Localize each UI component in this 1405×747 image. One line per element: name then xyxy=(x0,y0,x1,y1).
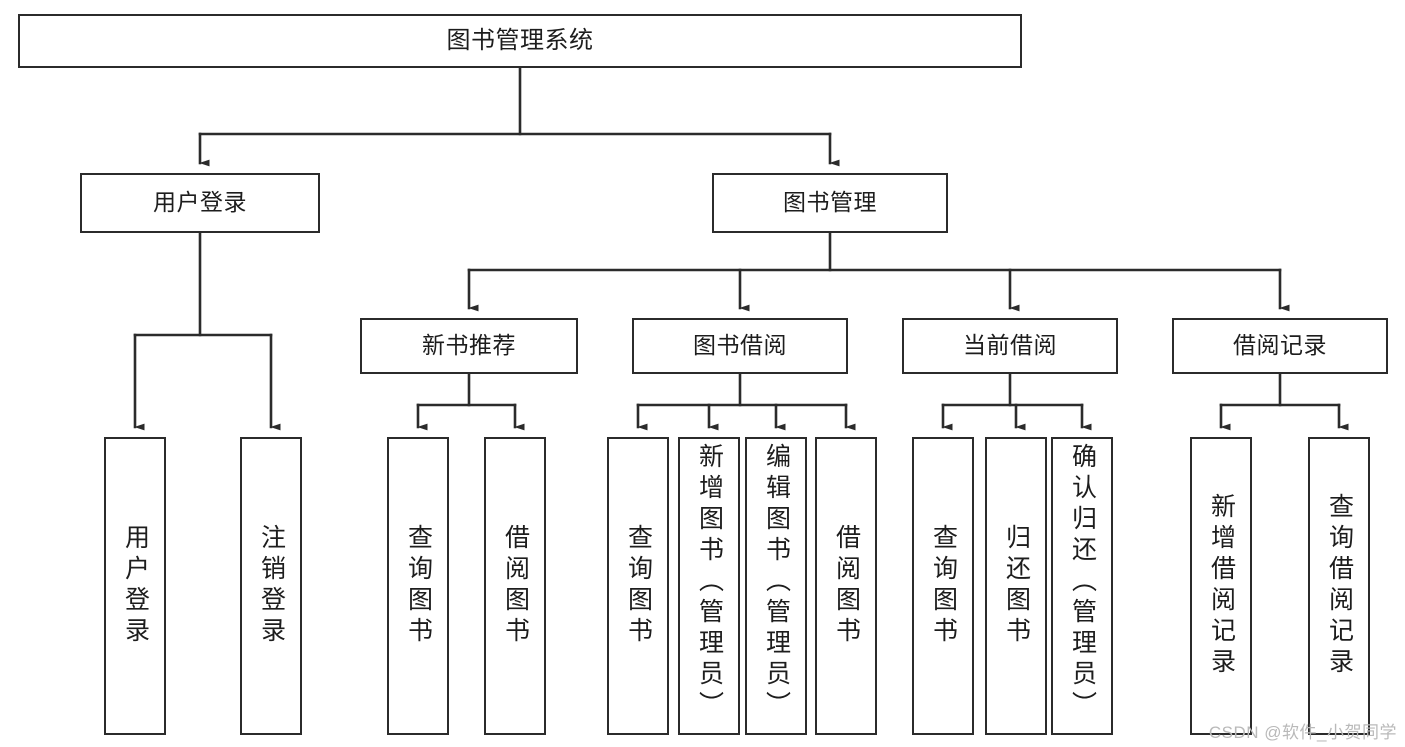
node-label: 查询图书 xyxy=(929,524,958,648)
node-root-book-management-system[interactable]: 图书管理系统 xyxy=(18,14,1022,68)
node-current-borrow[interactable]: 当前借阅 xyxy=(902,318,1118,374)
node-label: 编辑图书（管理员） xyxy=(762,443,791,722)
leaf-current-borrow-query-book[interactable]: 查询图书 xyxy=(912,437,974,735)
leaf-user-login-login[interactable]: 用户登录 xyxy=(104,437,166,735)
node-label: 查询图书 xyxy=(404,524,433,648)
leaf-borrow-record-query-record[interactable]: 查询借阅记录 xyxy=(1308,437,1370,735)
node-label: 新增图书（管理员） xyxy=(695,443,724,722)
node-label: 图书管理 xyxy=(783,189,877,216)
node-label: 注销登录 xyxy=(257,524,286,648)
node-label: 借阅图书 xyxy=(832,524,861,648)
node-label: 查询图书 xyxy=(624,524,653,648)
leaf-borrow-record-add-record[interactable]: 新增借阅记录 xyxy=(1190,437,1252,735)
leaf-user-login-logout[interactable]: 注销登录 xyxy=(240,437,302,735)
leaf-current-borrow-confirm-return-admin[interactable]: 确认归还（管理员） xyxy=(1051,437,1113,735)
node-borrow-record[interactable]: 借阅记录 xyxy=(1172,318,1388,374)
node-label: 借阅图书 xyxy=(501,524,530,648)
leaf-current-borrow-return-book[interactable]: 归还图书 xyxy=(985,437,1047,735)
node-book-borrow[interactable]: 图书借阅 xyxy=(632,318,848,374)
leaf-new-book-borrow-book[interactable]: 借阅图书 xyxy=(484,437,546,735)
node-label: 查询借阅记录 xyxy=(1325,493,1354,679)
node-label: 新书推荐 xyxy=(422,332,516,359)
node-label: 当前借阅 xyxy=(963,332,1057,359)
node-user-login[interactable]: 用户登录 xyxy=(80,173,320,233)
node-label: 归还图书 xyxy=(1002,524,1031,648)
node-label: 用户登录 xyxy=(121,524,150,648)
node-book-management[interactable]: 图书管理 xyxy=(712,173,948,233)
node-new-book-recommend[interactable]: 新书推荐 xyxy=(360,318,578,374)
leaf-new-book-query-book[interactable]: 查询图书 xyxy=(387,437,449,735)
node-label: 新增借阅记录 xyxy=(1207,493,1236,679)
leaf-book-borrow-add-book-admin[interactable]: 新增图书（管理员） xyxy=(678,437,740,735)
csdn-watermark: CSDN @软件_小贺同学 xyxy=(1208,723,1397,742)
leaf-book-borrow-borrow-book[interactable]: 借阅图书 xyxy=(815,437,877,735)
node-label: 借阅记录 xyxy=(1233,332,1327,359)
node-label: 用户登录 xyxy=(153,189,247,216)
node-label: 图书借阅 xyxy=(693,332,787,359)
node-label: 确认归还（管理员） xyxy=(1068,443,1097,722)
leaf-book-borrow-edit-book-admin[interactable]: 编辑图书（管理员） xyxy=(745,437,807,735)
leaf-book-borrow-query-book[interactable]: 查询图书 xyxy=(607,437,669,735)
node-label: 图书管理系统 xyxy=(446,26,594,54)
